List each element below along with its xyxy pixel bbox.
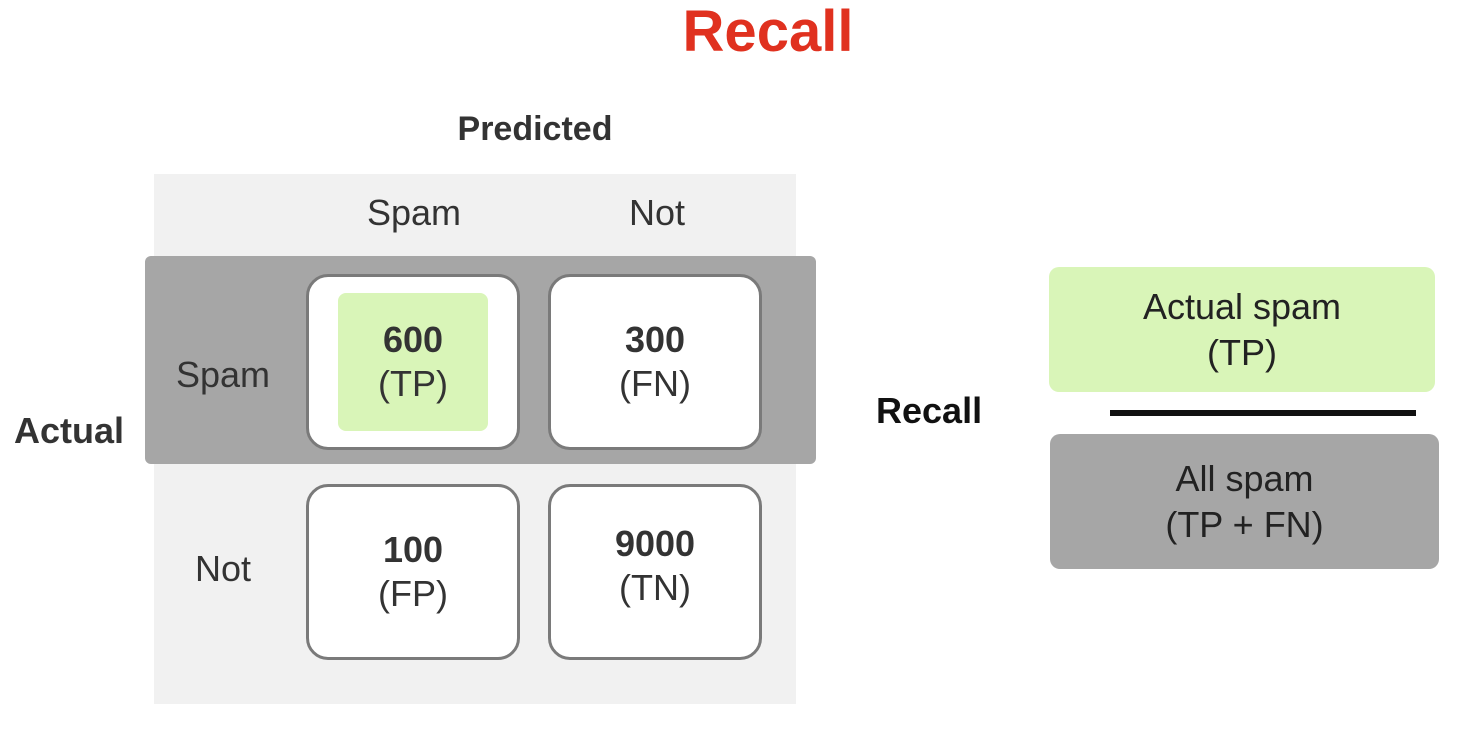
cell-false-positive: 100 (FP)	[306, 484, 520, 660]
cell-content: 100 (FP)	[378, 528, 448, 616]
cell-value: 600	[382, 319, 444, 360]
numerator-line-2: (TP)	[1207, 331, 1277, 373]
cell-true-positive: 600 (TP)	[306, 274, 520, 450]
tp-highlight: 600 (TP)	[338, 293, 488, 431]
actual-axis-label: Actual	[14, 410, 125, 451]
cell-value: 300	[624, 319, 686, 360]
cell-value: 9000	[614, 523, 696, 564]
cell-tag: (FP)	[378, 573, 448, 614]
page-title: Recall	[682, 0, 854, 64]
cell-tag: (FN)	[619, 363, 691, 404]
cell-true-negative: 9000 (TN)	[548, 484, 762, 660]
cell-tag: (TN)	[619, 567, 691, 608]
formula-numerator: Actual spam (TP)	[1049, 267, 1435, 392]
recall-formula-label: Recall	[876, 390, 983, 431]
cell-content: 9000 (TN)	[615, 522, 695, 610]
formula-denominator: All spam (TP + FN)	[1050, 434, 1439, 569]
denominator-line-2: (TP + FN)	[1165, 503, 1324, 545]
cell-content: 300 (FN)	[619, 318, 691, 406]
column-header-not: Not	[628, 192, 686, 233]
fraction-bar	[1110, 410, 1416, 416]
predicted-axis-label: Predicted	[457, 110, 613, 148]
numerator-line-1: Actual spam	[1142, 285, 1342, 327]
cell-tag: (TP)	[378, 363, 448, 404]
cell-value: 100	[382, 529, 444, 570]
denominator-line-1: All spam	[1175, 457, 1314, 499]
row-header-not: Not	[194, 548, 252, 589]
row-header-spam: Spam	[175, 354, 271, 395]
column-header-spam: Spam	[366, 192, 462, 233]
cell-false-negative: 300 (FN)	[548, 274, 762, 450]
